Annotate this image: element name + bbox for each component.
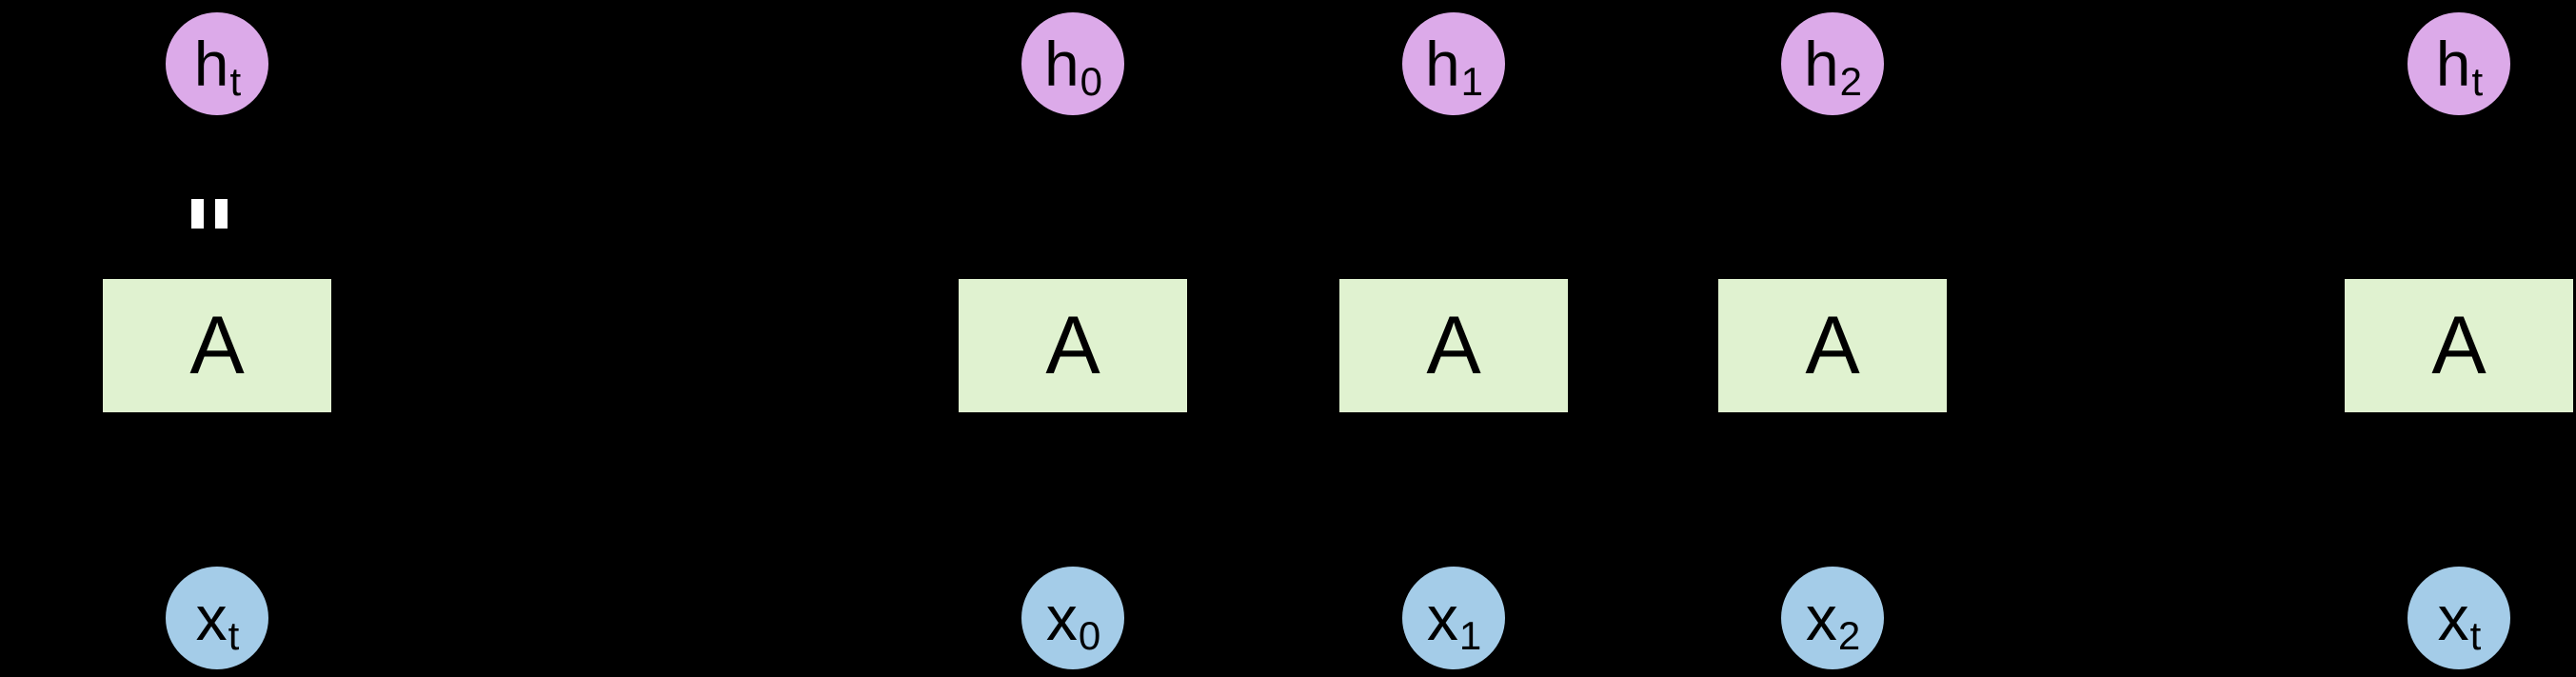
unrolled-cell-label-1: A [1426, 300, 1481, 391]
equals-sign [191, 199, 228, 229]
unrolled-cell-label-0: A [1045, 300, 1100, 391]
folded-input-to-cell-edge [215, 427, 219, 565]
unrolled-cell-to-hidden-arrowhead-1 [1445, 115, 1462, 129]
unrolled-input-to-cell-arrowhead-0 [1064, 415, 1081, 428]
unrolled-recurrent-edge-0-1 [1187, 344, 1326, 348]
unrolled-recurrent-edge-2-t [1947, 344, 2331, 348]
unrolled-hidden-state-label-1: h1 [1424, 29, 1484, 104]
unrolled-cell-node-0: A [959, 279, 1187, 412]
unrolled-recurrent-arrowhead-2-t [2331, 337, 2345, 354]
unrolled-input-label-1: x1 [1426, 583, 1482, 658]
unrolled-input-to-cell-edge-0 [1071, 427, 1075, 565]
folded-input-label: xt [195, 583, 240, 658]
unrolled-cell-node-2: A [1718, 279, 1947, 412]
unrolled-hidden-state-node-1: h1 [1402, 12, 1505, 115]
unrolled-input-label-t: xt [2437, 583, 2482, 658]
unrolled-hidden-state-node-0: h0 [1021, 12, 1124, 115]
unrolled-input-to-cell-edge-2 [1831, 427, 1834, 565]
unrolled-recurrent-arrowhead-1-2 [1705, 337, 1718, 354]
unrolled-recurrent-arrowhead-0-1 [1326, 337, 1339, 354]
folded-input-to-cell-arrowhead [208, 415, 226, 428]
unrolled-input-node-2: x2 [1781, 567, 1884, 669]
unrolled-hidden-state-label-t: ht [2435, 29, 2484, 104]
unrolled-cell-to-hidden-arrowhead-t [2450, 115, 2467, 129]
unrolled-input-to-cell-arrowhead-t [2450, 415, 2467, 428]
equals-bar-bottom [215, 199, 228, 229]
unrolled-input-label-2: x2 [1805, 583, 1861, 658]
unrolled-input-to-cell-edge-1 [1452, 427, 1456, 565]
unrolled-hidden-state-label-2: h2 [1803, 29, 1863, 104]
unrolled-cell-node-t: A [2345, 279, 2573, 412]
unrolled-input-label-0: x0 [1045, 583, 1101, 658]
unrolled-input-node-0: x0 [1021, 567, 1124, 669]
unrolled-cell-to-hidden-edge-t [2457, 127, 2461, 279]
unrolled-input-to-cell-edge-t [2457, 427, 2461, 565]
folded-hidden-state-label: ht [193, 29, 242, 104]
folded-cell-to-hidden-arrowhead [208, 236, 226, 249]
folded-cell-label: A [189, 300, 245, 391]
equals-bar-top [191, 199, 204, 229]
unrolled-input-node-1: x1 [1402, 567, 1505, 669]
unrolled-hidden-state-label-0: h0 [1043, 29, 1103, 104]
unrolled-recurrent-edge-1-2 [1568, 344, 1705, 348]
unrolled-cell-label-2: A [1805, 300, 1860, 391]
unrolled-hidden-state-node-t: ht [2408, 12, 2510, 115]
unrolled-hidden-state-node-2: h2 [1781, 12, 1884, 115]
unrolled-cell-to-hidden-edge-1 [1452, 127, 1456, 279]
folded-input-node: xt [166, 567, 268, 669]
unrolled-cell-to-hidden-arrowhead-2 [1824, 115, 1841, 129]
unrolled-cell-to-hidden-arrowhead-0 [1064, 115, 1081, 129]
unrolled-input-to-cell-arrowhead-1 [1445, 415, 1462, 428]
unrolled-input-to-cell-arrowhead-2 [1824, 415, 1841, 428]
unrolled-cell-to-hidden-edge-2 [1831, 127, 1834, 279]
unrolled-cell-to-hidden-edge-0 [1071, 127, 1075, 279]
unrolled-cell-label-t: A [2431, 300, 2487, 391]
folded-hidden-state-node: ht [166, 12, 268, 115]
folded-cell-node: A [103, 279, 331, 412]
unrolled-cell-node-1: A [1339, 279, 1568, 412]
folded-cell-to-hidden-edge [215, 248, 219, 281]
unrolled-input-node-t: xt [2408, 567, 2510, 669]
